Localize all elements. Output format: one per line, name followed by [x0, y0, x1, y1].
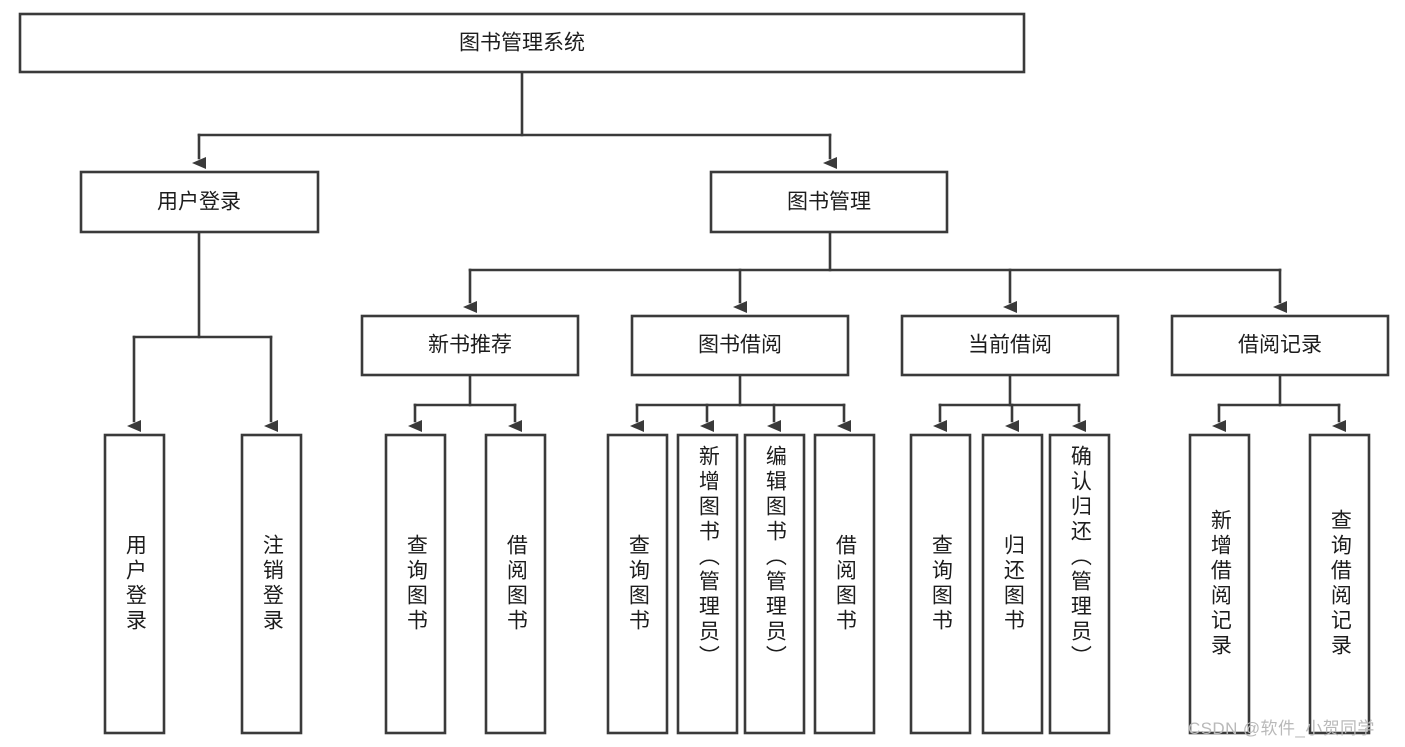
node-new-book-rec-label: 新书推荐: [428, 334, 512, 357]
node-leaf-user-login-box[interactable]: [103, 433, 166, 735]
node-leaf-borrow-book-1-box[interactable]: [484, 433, 547, 735]
node-leaf-add-book-box[interactable]: [676, 433, 739, 735]
node-book-borrow-label: 图书借阅: [698, 334, 782, 357]
node-root[interactable]: 图书管理系统: [18, 12, 1026, 74]
node-root-box[interactable]: [18, 12, 1026, 74]
node-borrow-record-label: 借阅记录: [1238, 334, 1322, 357]
node-book-manage[interactable]: 图书管理: [709, 170, 949, 234]
node-user-login[interactable]: 用户登录: [79, 170, 320, 234]
leaf-node-group: [103, 433, 1371, 735]
node-borrow-record-box[interactable]: [1170, 314, 1390, 377]
node-leaf-user-logout-box[interactable]: [240, 433, 303, 735]
node-current-borrow-label: 当前借阅: [968, 334, 1052, 357]
node-book-borrow-box[interactable]: [630, 314, 850, 377]
node-leaf-return-book-box[interactable]: [981, 433, 1044, 735]
node-leaf-query-book-3-box[interactable]: [909, 433, 972, 735]
node-leaf-query-book-1-box[interactable]: [384, 433, 447, 735]
node-borrow-record[interactable]: 借阅记录: [1170, 314, 1390, 377]
node-book-borrow[interactable]: 图书借阅: [630, 314, 850, 377]
node-user-login-box[interactable]: [79, 170, 320, 234]
node-book-manage-label: 图书管理: [787, 191, 871, 214]
node-leaf-add-record-box[interactable]: [1188, 433, 1251, 735]
node-current-borrow[interactable]: 当前借阅: [900, 314, 1120, 377]
node-root-label: 图书管理系统: [459, 32, 585, 55]
node-current-borrow-box[interactable]: [900, 314, 1120, 377]
connector-group: [127, 70, 1346, 432]
node-user-login-label: 用户登录: [157, 191, 241, 214]
node-leaf-edit-book-box[interactable]: [743, 433, 806, 735]
node-leaf-confirm-return-box[interactable]: [1048, 433, 1111, 735]
node-leaf-query-record-box[interactable]: [1308, 433, 1371, 735]
node-book-manage-box[interactable]: [709, 170, 949, 234]
node-leaf-borrow-book-2-box[interactable]: [813, 433, 876, 735]
node-leaf-query-book-2-box[interactable]: [606, 433, 669, 735]
csdn-watermark: CSDN @软件_小贺同学: [1188, 719, 1375, 738]
node-new-book-rec-box[interactable]: [360, 314, 580, 377]
node-new-book-rec[interactable]: 新书推荐: [360, 314, 580, 377]
